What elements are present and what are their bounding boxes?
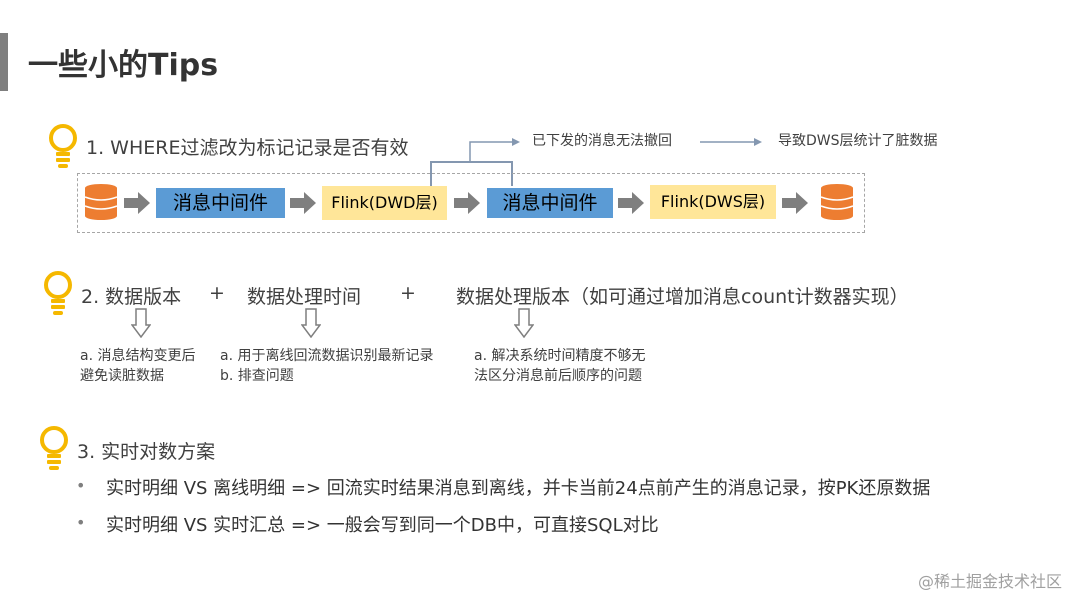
bullet-marker: •: [76, 476, 86, 495]
message-middleware-box-2: 消息中间件: [487, 188, 613, 218]
plus-sign: +: [400, 282, 416, 304]
note-data-version: a. 消息结构变更后 避免读脏数据: [80, 348, 196, 384]
reconcile-item-1: 实时明细 VS 离线明细 => 回流实时结果消息到离线，并卡当前24点前产生的消…: [106, 478, 931, 499]
tip3-heading: 3. 实时对数方案: [77, 441, 216, 463]
bullet-marker: •: [76, 513, 86, 532]
arrow-down-icon: [131, 308, 151, 338]
arrow-right-icon: [454, 192, 480, 214]
pipeline-frame: [77, 173, 865, 233]
note-dirty-data: 导致DWS层统计了脏数据: [778, 133, 938, 149]
title-accent-bar: [0, 33, 8, 91]
note-processing-time: a. 用于离线回流数据识别最新记录 b. 排查问题: [220, 348, 434, 384]
message-middleware-box: 消息中间件: [156, 188, 285, 218]
arrow-down-icon: [514, 308, 534, 338]
tip1-heading: 1. WHERE过滤改为标记记录是否有效: [86, 137, 409, 159]
reconcile-item-2: 实时明细 VS 实时汇总 => 一般会写到同一个DB中，可直接SQL对比: [106, 515, 659, 536]
flink-dwd-box: Flink(DWD层): [322, 186, 447, 220]
note-cannot-undo: 已下发的消息无法撤回: [532, 133, 672, 149]
arrow-right-icon: [124, 192, 150, 214]
arrow-down-icon: [301, 308, 321, 338]
arrow-right-icon: [782, 192, 808, 214]
lightbulb-icon: [44, 271, 72, 315]
data-version-label: 2. 数据版本: [81, 286, 182, 308]
note-processing-version: a. 解决系统时间精度不够无 法区分消息前后顺序的问题: [474, 348, 646, 384]
lightbulb-icon: [40, 426, 68, 470]
flink-dws-box: Flink(DWS层): [650, 185, 776, 219]
processing-version-label: 数据处理版本（如可通过增加消息count计数器实现）: [456, 286, 909, 308]
watermark: @稀土掘金技术社区: [917, 572, 1062, 591]
processing-time-label: 数据处理时间: [247, 286, 362, 308]
arrow-right-icon: [618, 192, 644, 214]
lightbulb-icon: [49, 124, 77, 168]
database-icon: [84, 184, 118, 220]
slide-title: 一些小的Tips: [28, 48, 219, 83]
plus-sign: +: [209, 282, 225, 304]
database-icon: [820, 184, 854, 220]
arrow-right-icon: [290, 192, 316, 214]
undo-connector: [430, 138, 762, 186]
